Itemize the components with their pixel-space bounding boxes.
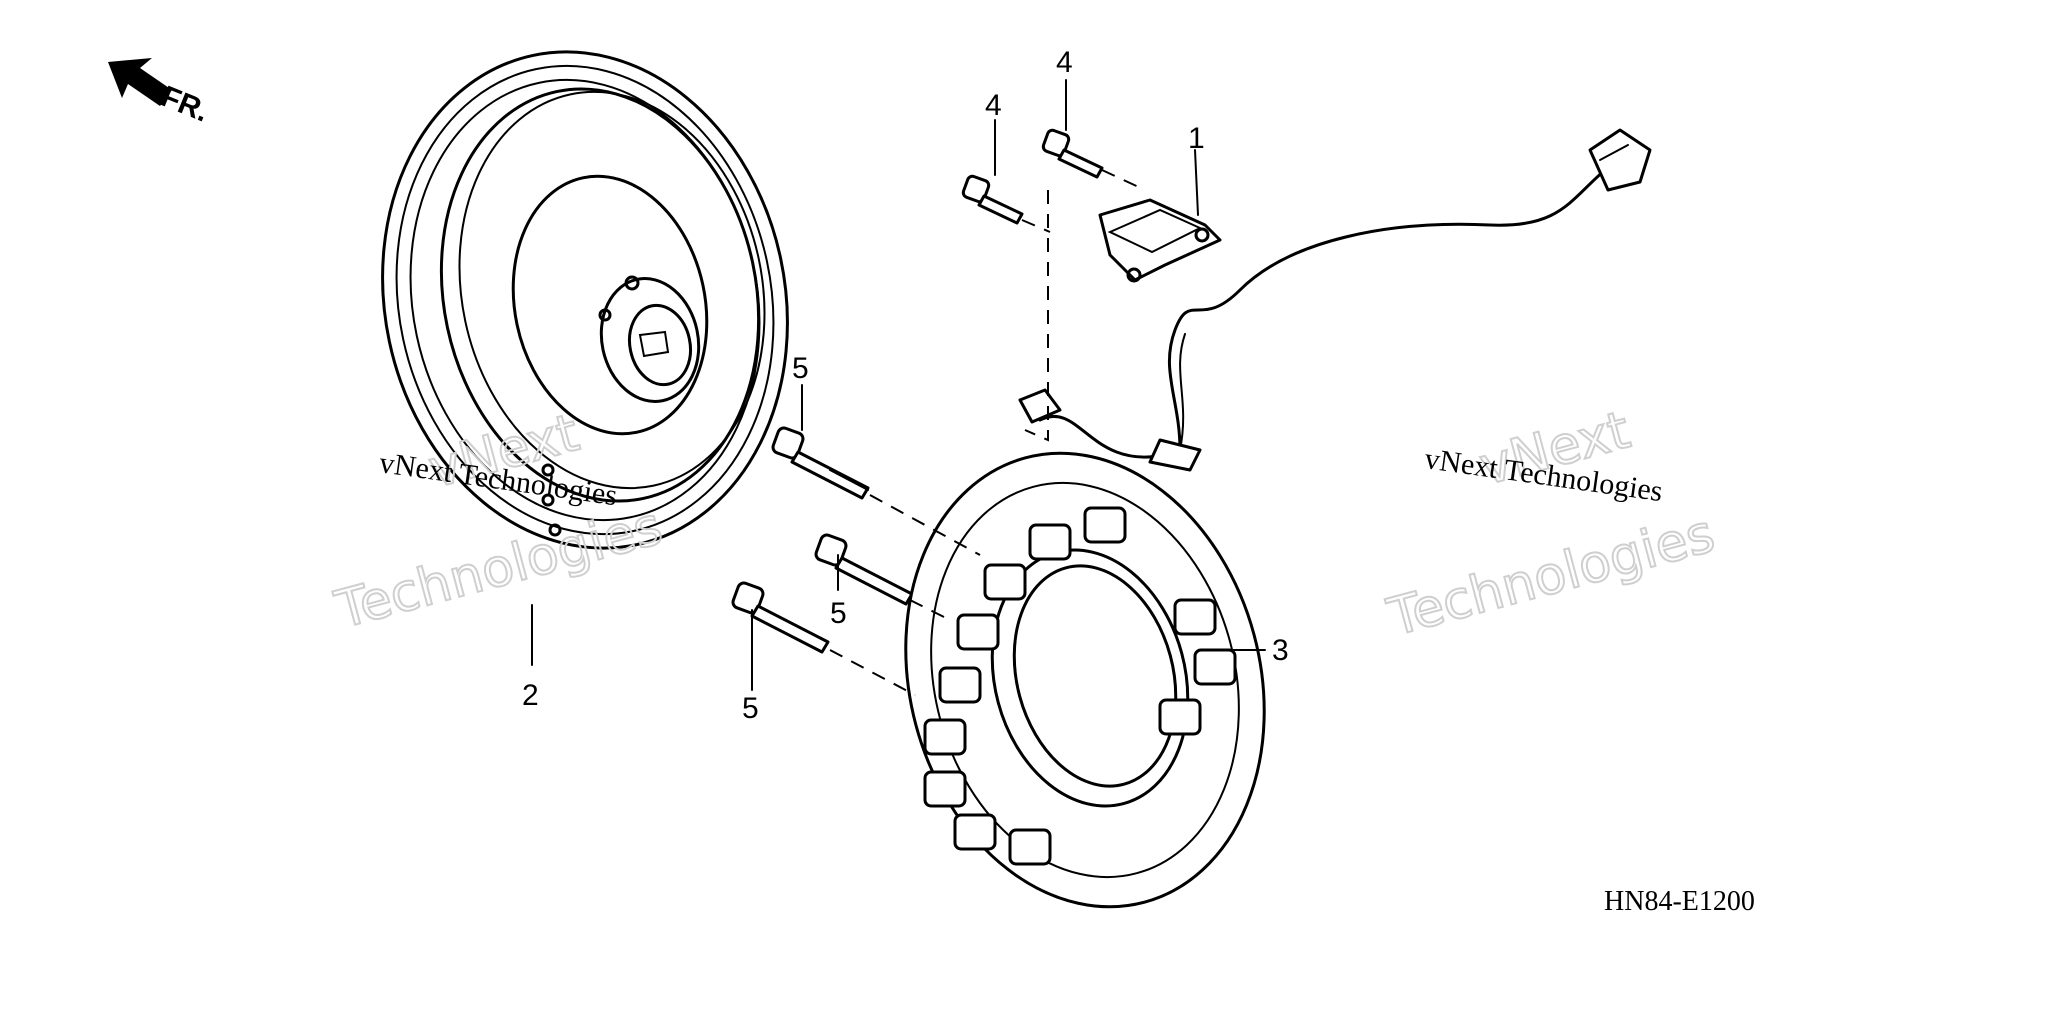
bolt-5-middle [814, 533, 914, 606]
bolt-5-lower [731, 581, 830, 654]
front-direction-arrow-icon [108, 58, 172, 106]
flywheel [381, 50, 789, 550]
stator [904, 451, 1266, 909]
bolt-5-upper [771, 426, 870, 500]
direction-label: FR. [156, 80, 213, 129]
callout-1: 1 [1188, 122, 1205, 155]
watermark-right-big-2: Technologies [1381, 504, 1720, 649]
wiring-harness [1018, 128, 1652, 472]
bolt-4-lower [961, 174, 1024, 225]
watermark-right: vNext Technologies vNext Technologies [1380, 399, 1721, 649]
watermark-left-big-2: Technologies [329, 496, 668, 641]
callout-5-lower: 5 [742, 692, 759, 725]
callout-5-upper: 5 [792, 352, 809, 385]
diagram-code: HN84-E1200 [1604, 886, 1755, 917]
pulser-module [1098, 198, 1222, 283]
callout-3: 3 [1272, 634, 1289, 667]
callout-5-middle: 5 [830, 597, 847, 630]
stator-poles [923, 506, 1237, 866]
dashed-alignment-lines [829, 169, 1146, 696]
callout-leaders [531, 79, 1266, 691]
callout-4-upper: 4 [1056, 46, 1073, 79]
bolt-4-upper [1041, 128, 1104, 179]
callout-4-lower: 4 [985, 89, 1002, 122]
callout-2: 2 [522, 679, 539, 712]
